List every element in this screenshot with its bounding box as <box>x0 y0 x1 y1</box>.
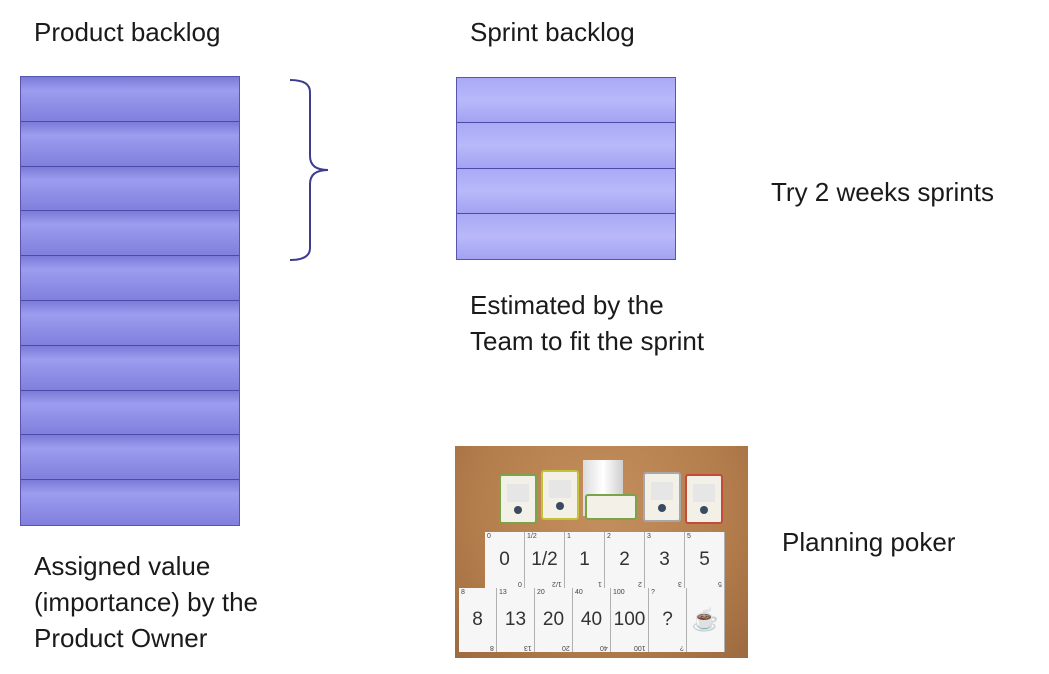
poker-card-value: 0 <box>499 549 510 570</box>
poker-card-corner: 0 <box>518 580 522 587</box>
planning-poker-label: Planning poker <box>782 527 956 557</box>
poker-card-corner: 20 <box>562 644 570 651</box>
backlog-item <box>21 121 239 167</box>
sprint-length-note: Try 2 weeks sprints <box>771 177 994 207</box>
poker-card: 40 40 40 <box>573 588 611 652</box>
poker-card-corner: 40 <box>600 644 608 651</box>
poker-card-value: 1 <box>579 549 590 570</box>
product-backlog-stack <box>20 76 240 526</box>
backlog-item <box>21 435 239 481</box>
poker-card-corner: ? <box>680 644 684 651</box>
poker-card-value: 100 <box>613 609 646 630</box>
sprint-backlog-title: Sprint backlog <box>470 17 635 47</box>
backlog-item <box>21 256 239 301</box>
poker-card: 1/2 1/2 1/2 <box>525 532 565 588</box>
poker-card-value: 13 <box>504 609 527 630</box>
backlog-item <box>457 78 675 124</box>
product-backlog-title: Product backlog <box>34 17 221 47</box>
poker-card-corner: 3 <box>678 580 682 587</box>
poker-card-corner: 2 <box>638 580 642 587</box>
poker-card-row-1: 0 0 0 1/2 1/2 1/2 1 1 1 2 2 2 3 3 3 5 5 5 <box>485 532 725 588</box>
poker-card-corner: 100 <box>613 589 625 596</box>
poker-card: 100 100 100 <box>611 588 649 652</box>
poker-card-back <box>541 470 579 520</box>
poker-card-corner: 13 <box>499 589 507 596</box>
poker-card-back <box>685 474 723 524</box>
poker-card-corner: 13 <box>524 644 532 651</box>
poker-card-corner: ? <box>651 589 655 596</box>
poker-card-value: 1/2 <box>531 549 558 570</box>
poker-card-corner: 3 <box>647 533 651 540</box>
poker-card-back <box>585 494 637 520</box>
poker-card-value: 3 <box>659 549 670 570</box>
poker-card: 3 3 3 <box>645 532 685 588</box>
poker-card-value: ? <box>662 609 673 630</box>
backlog-item <box>21 300 239 346</box>
poker-card: 1 1 1 <box>565 532 605 588</box>
poker-card-value: 2 <box>619 549 630 570</box>
backlog-item <box>21 480 239 525</box>
poker-card-corner: 8 <box>490 644 494 651</box>
poker-card: ??? <box>649 588 687 652</box>
poker-card-corner: 20 <box>537 589 545 596</box>
poker-card-corner: 1/2 <box>552 580 562 587</box>
poker-card: 8 8 8 <box>459 588 497 652</box>
poker-card-value: 8 <box>472 609 483 630</box>
poker-card-corner: 1 <box>598 580 602 587</box>
backlog-item <box>21 390 239 436</box>
poker-card-corner: 8 <box>461 589 465 596</box>
poker-card: 2 2 2 <box>605 532 645 588</box>
poker-card-back <box>499 474 537 524</box>
backlog-item <box>457 168 675 214</box>
poker-card: 20 20 20 <box>535 588 573 652</box>
coffee-cup-icon: ☕ <box>691 607 720 632</box>
sprint-backlog-stack <box>456 77 676 260</box>
curly-brace-icon <box>289 79 329 261</box>
backlog-item <box>457 213 675 259</box>
poker-card-corner: 2 <box>607 533 611 540</box>
poker-card-corner: 5 <box>718 580 722 587</box>
poker-card-corner: 1 <box>567 533 571 540</box>
poker-card-value: 20 <box>542 609 565 630</box>
backlog-item <box>21 166 239 212</box>
poker-card: 5 5 5 <box>685 532 725 588</box>
estimation-note: Estimated by the Team to fit the sprint <box>470 290 705 356</box>
poker-card-value: 40 <box>580 609 603 630</box>
backlog-item <box>21 77 239 122</box>
poker-card: 13 13 13 <box>497 588 535 652</box>
poker-card-value: 5 <box>699 549 710 570</box>
backlog-item <box>457 123 675 169</box>
poker-card-coffee: ☕ <box>687 588 725 652</box>
poker-card-corner: 1/2 <box>527 533 537 540</box>
backlog-item <box>21 211 239 257</box>
poker-card: 0 0 0 <box>485 532 525 588</box>
value-assignment-note: Assigned value (importance) by the Produ… <box>34 551 258 653</box>
poker-card-corner: 5 <box>687 533 691 540</box>
backlog-item <box>21 345 239 391</box>
poker-card-corner: 40 <box>575 589 583 596</box>
poker-card-back <box>643 472 681 522</box>
poker-card-corner: 0 <box>487 533 491 540</box>
poker-card-corner: 100 <box>634 644 646 651</box>
